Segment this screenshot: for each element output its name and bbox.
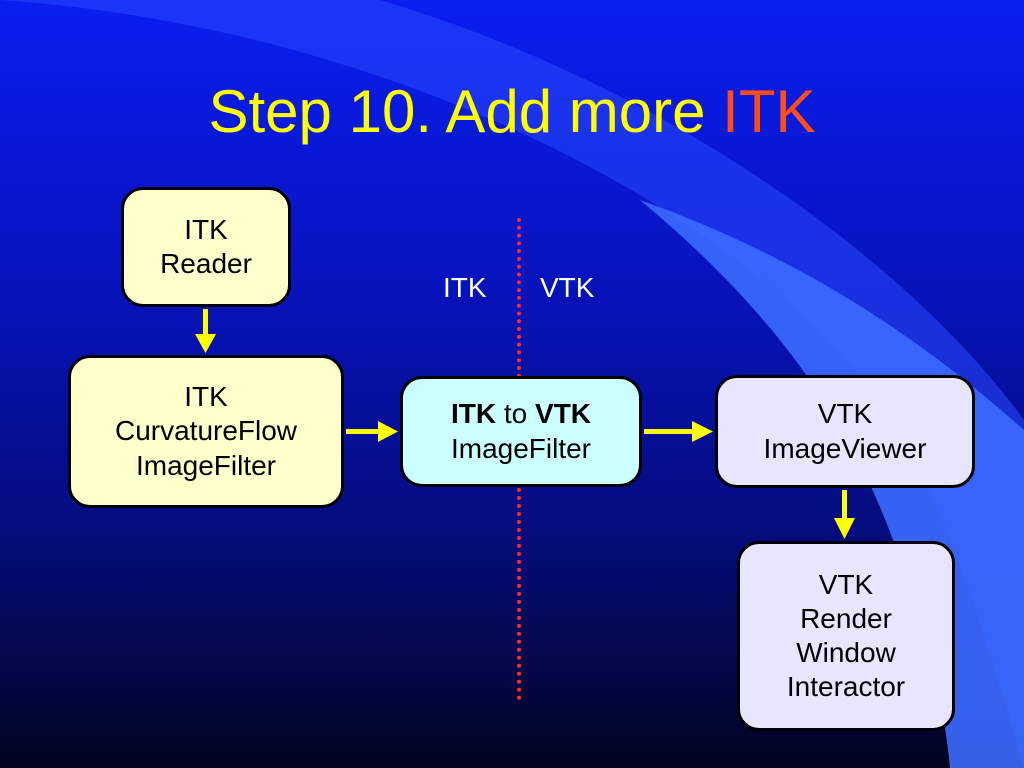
arrow-bridge-head	[692, 421, 713, 442]
arrow-curvature-shaft	[346, 429, 380, 434]
itk-vtk-divider-bottom	[517, 488, 521, 700]
vtk-interactor-box[interactable]: VTK Render Window Interactor	[737, 541, 955, 731]
vtk-imageviewer-box[interactable]: VTK ImageViewer	[715, 375, 975, 488]
curvature-line2: CurvatureFlow	[114, 415, 298, 447]
bridge-vtk: VTK	[535, 398, 592, 430]
itk-reader-line2: Reader	[160, 248, 252, 279]
slide-title: Step 10. Add more ITK	[0, 82, 1024, 142]
arrow-reader-head	[195, 334, 216, 353]
itk-to-vtk-box[interactable]: ITK to VTK ImageFilter	[400, 376, 642, 487]
viewer-line2: ImageViewer	[763, 432, 927, 464]
arrow-viewer-shaft	[842, 490, 847, 520]
curvature-line1: ITK	[184, 381, 228, 413]
arrow-reader-shaft	[203, 309, 208, 339]
itk-curvatureflow-box[interactable]: ITK CurvatureFlow ImageFilter	[68, 355, 344, 508]
interactor-line1: VTK	[818, 568, 874, 600]
interactor-line2: Render	[800, 602, 892, 634]
itk-reader-box[interactable]: ITK Reader	[121, 187, 291, 307]
bridge-line1: ITK to VTK	[451, 397, 591, 431]
title-main: Step 10. Add more	[208, 78, 723, 145]
interactor-line4: Interactor	[786, 671, 906, 703]
bridge-line2: ImageFilter	[450, 432, 592, 464]
itk-vtk-divider-top	[517, 218, 521, 378]
bridge-to: to	[503, 398, 528, 430]
vtk-side-label: VTK	[540, 272, 595, 303]
itk-side-label: ITK	[443, 272, 487, 303]
itk-reader-line1: ITK	[184, 213, 228, 245]
interactor-line3: Window	[796, 637, 896, 668]
arrow-curvature-head	[378, 421, 398, 442]
title-accent: ITK	[722, 78, 816, 145]
viewer-line1: VTK	[817, 398, 873, 430]
curvature-line3: ImageFilter	[135, 449, 277, 481]
bridge-itk: ITK	[450, 398, 497, 430]
arrow-viewer-head	[834, 518, 855, 539]
arrow-bridge-shaft	[644, 429, 694, 434]
